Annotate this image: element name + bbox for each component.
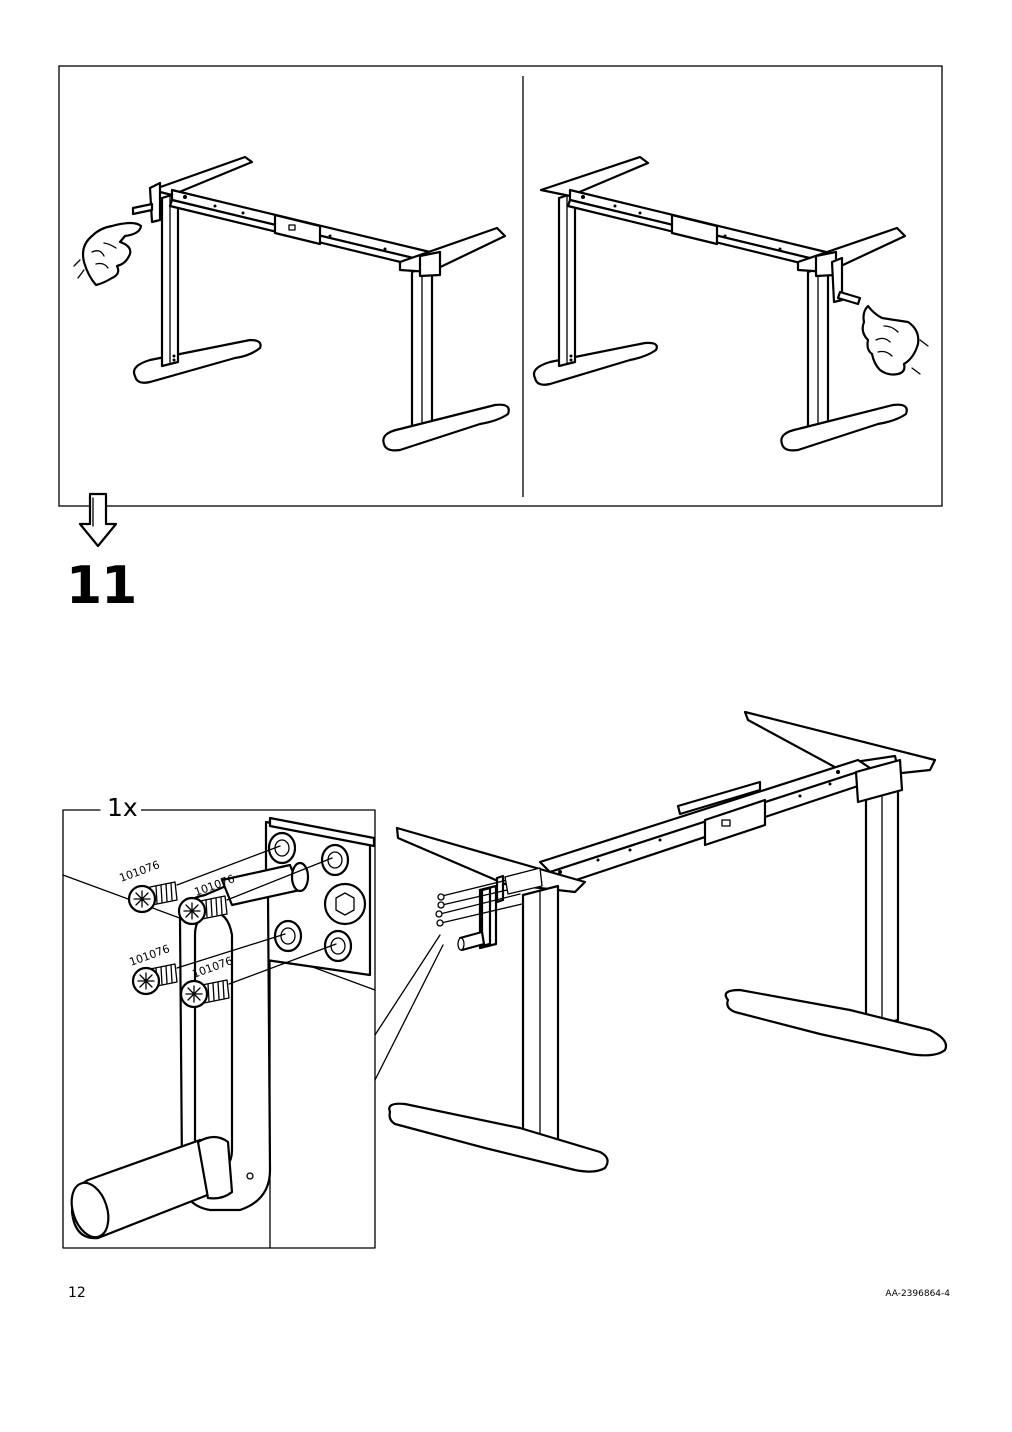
screw-3 — [131, 963, 178, 996]
screw-1 — [127, 881, 178, 914]
crank-handle — [70, 861, 310, 1240]
desk-frame-right-panel — [532, 155, 929, 452]
hex-shaft — [323, 882, 367, 926]
quantity-label: 1x — [104, 795, 141, 820]
mounting-plate-holes — [267, 831, 353, 963]
page-number: 12 — [68, 1285, 86, 1301]
down-arrow-icon — [78, 492, 118, 548]
exploded-screws — [435, 867, 543, 927]
screw-4 — [179, 979, 230, 1009]
callout-border — [62, 809, 376, 1249]
desk-frame-left-panel — [73, 155, 510, 452]
document-code: AA-2396864-4 — [885, 1289, 950, 1299]
screw-2 — [177, 895, 228, 926]
frame-border — [58, 65, 943, 507]
step-number: 11 — [66, 556, 137, 616]
